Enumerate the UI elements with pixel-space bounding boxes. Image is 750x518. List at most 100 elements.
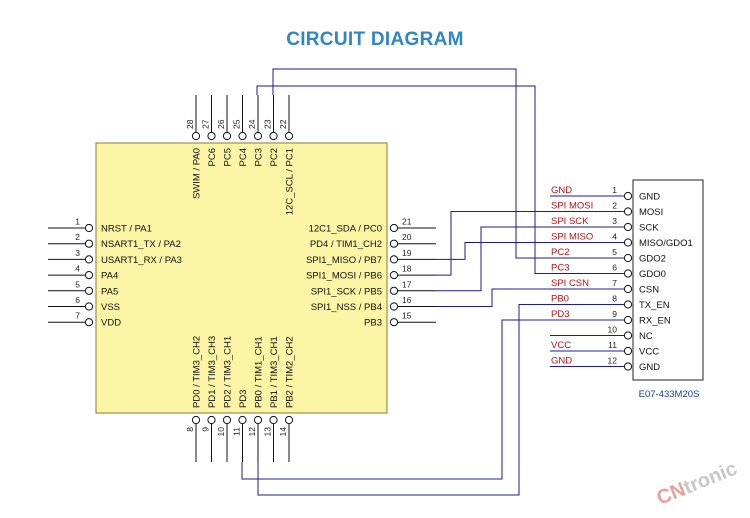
- pin-number: 6: [612, 263, 617, 273]
- pin-number: 10: [216, 427, 226, 437]
- pin-number: 7: [75, 311, 80, 321]
- pin-circle: [222, 131, 232, 141]
- module-pin-label: GDO2: [639, 254, 666, 265]
- net-label: SPI SCK: [551, 216, 589, 227]
- pin-number: 24: [247, 119, 257, 129]
- module-pin-label: GDO0: [639, 269, 666, 280]
- pin-circle: [623, 346, 633, 356]
- pin-circle: [207, 415, 216, 425]
- net-label: GND: [551, 356, 572, 367]
- pin-circle: [84, 255, 94, 264]
- pin-number: 1: [612, 185, 617, 195]
- pin-number: 12: [608, 356, 618, 366]
- pin-label: 12C1_SDA / PC0: [309, 224, 382, 235]
- rf-module-name: E07-433M20S: [639, 389, 700, 400]
- pin-number: 14: [278, 427, 288, 437]
- pin-number: 11: [232, 427, 242, 436]
- module-pin-label: VCC: [639, 347, 659, 358]
- pin-number: 26: [216, 119, 226, 129]
- pin-circle: [207, 131, 216, 141]
- pin-number: 20: [402, 232, 412, 242]
- pin-label: VSS: [101, 302, 120, 313]
- pin-label: PC5: [223, 148, 234, 166]
- net-label: PC3: [551, 263, 569, 274]
- pin-label: PB2 / TIM2_CH2: [285, 336, 296, 408]
- pin-number: 3: [612, 216, 617, 226]
- pin-circle: [84, 302, 94, 311]
- pin-label: PD0 / TIM3_CH2: [192, 336, 203, 408]
- mcu-chip-body: [95, 142, 388, 414]
- pin-number: 17: [402, 279, 412, 289]
- pin-circle: [238, 415, 247, 425]
- pin-circle: [389, 239, 399, 248]
- net-label: PD3: [551, 309, 569, 320]
- pin-label: PB3: [364, 318, 382, 329]
- pin-label: PD4 / TIM1_CH2: [310, 239, 382, 250]
- module-pin-label: TX_EN: [639, 300, 670, 311]
- pin-number: 9: [612, 309, 617, 319]
- pin-circle: [389, 271, 399, 280]
- pin-circle: [284, 415, 294, 425]
- pin-circle: [623, 207, 633, 216]
- pin-label: PD1 / TIM3_CH3: [207, 336, 218, 408]
- pin-label: PC2: [269, 148, 280, 166]
- pin-number: 3: [75, 248, 80, 258]
- pin-number: 2: [75, 232, 80, 242]
- pin-circle: [84, 239, 94, 248]
- module-pin-label: RX_EN: [639, 316, 671, 327]
- wiring: [241, 68, 550, 496]
- pin-circle: [253, 131, 263, 141]
- pin-label: PB1 / TIM3_CH1: [269, 336, 280, 408]
- net-label: SPI MISO: [551, 232, 593, 243]
- net-label: SPI CSN: [551, 278, 589, 289]
- pin-circle: [623, 269, 633, 278]
- pin-number: 27: [201, 119, 211, 129]
- pin-circle: [389, 255, 399, 264]
- pin-circle: [389, 286, 399, 295]
- pin-label: PD3: [238, 390, 249, 408]
- pin-circle: [623, 331, 633, 340]
- pin-circle: [623, 315, 633, 325]
- wire: [257, 304, 550, 496]
- pin-number: 11: [608, 340, 617, 350]
- module-pin-label: SCK: [639, 223, 659, 234]
- pin-label: PA5: [101, 286, 118, 297]
- pin-circle: [84, 318, 94, 327]
- pin-circle: [623, 284, 633, 294]
- pin-circle: [191, 131, 201, 141]
- pin-label: PC3: [254, 148, 265, 166]
- pin-label: SPI1_MOSI / PB6: [306, 271, 382, 282]
- pin-label: 12C_SCL / PC1: [285, 148, 296, 215]
- pin-label: SWIM / PA0: [192, 148, 203, 199]
- wire: [436, 211, 550, 276]
- pin-number: 16: [402, 295, 412, 305]
- pin-label: SPI1_NSS / PB4: [311, 302, 382, 313]
- wire: [436, 242, 550, 260]
- pin-label: PB0 / TIM1_CH1: [254, 336, 265, 408]
- pin-circle: [623, 238, 633, 247]
- pin-circle: [269, 131, 278, 141]
- pin-number: 7: [612, 278, 617, 288]
- pin-circle: [389, 302, 399, 311]
- net-label: VCC: [551, 340, 571, 351]
- pin-number: 8: [612, 294, 617, 304]
- pin-number: 8: [185, 427, 195, 432]
- pin-circle: [389, 318, 399, 327]
- pin-number: 15: [402, 311, 412, 321]
- net-label: PB0: [551, 294, 569, 305]
- pin-number: 2: [612, 201, 617, 211]
- pin-label: NSART1_TX / PA2: [101, 239, 181, 250]
- module-pin-label: GND: [639, 362, 660, 373]
- watermark-logo: CN tronic: [654, 458, 741, 510]
- wire: [241, 319, 550, 480]
- pin-circle: [623, 191, 633, 201]
- module-pin-label: MOSI: [639, 207, 663, 218]
- module-pin-label: MISO/GDO1: [639, 238, 693, 249]
- pin-number: 12: [247, 427, 257, 437]
- pin-number: 5: [75, 279, 80, 289]
